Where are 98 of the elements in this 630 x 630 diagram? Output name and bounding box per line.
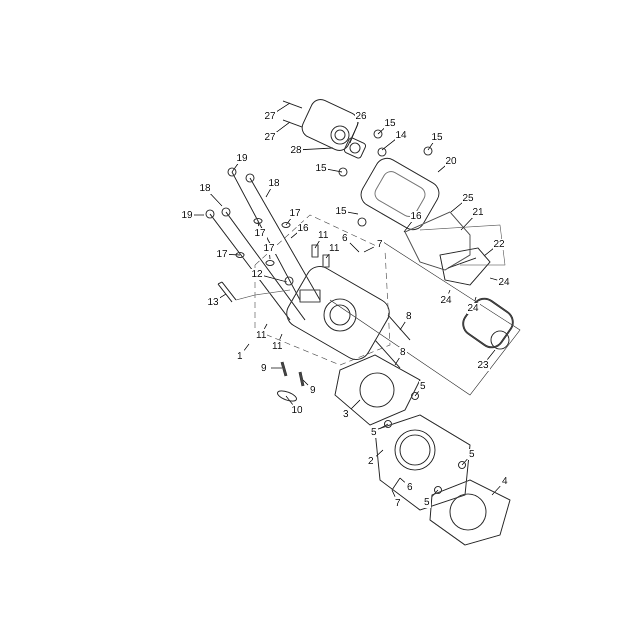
leader-line	[404, 221, 412, 232]
callout-number: 5	[419, 380, 427, 392]
callout-number: 5	[423, 496, 431, 508]
callout-number: 10	[290, 404, 304, 416]
leader-line	[350, 122, 359, 144]
leader-line	[394, 358, 400, 366]
callout-number: 24	[440, 294, 453, 306]
leader-line	[450, 202, 464, 212]
leader-line	[428, 142, 434, 150]
callout-number: 28	[290, 144, 303, 156]
callout-number: 5	[370, 426, 378, 438]
leader-line	[286, 396, 294, 405]
callout-number: 18	[198, 182, 212, 194]
leader-line	[194, 214, 204, 216]
callout-number: 15	[430, 132, 444, 142]
callout-number: 25	[462, 192, 475, 204]
leader-line	[376, 450, 384, 457]
leader-line	[275, 122, 290, 134]
leader-line	[290, 232, 298, 238]
leader-line	[266, 188, 271, 198]
leader-line	[347, 212, 358, 214]
callout-number: 20	[444, 156, 458, 166]
callout-number: 2	[367, 456, 375, 466]
leader-line	[490, 278, 498, 281]
leader-line	[302, 148, 334, 150]
leader-line	[232, 163, 238, 172]
callout-number: 11	[328, 242, 340, 254]
leader-line	[269, 254, 270, 260]
leader-line	[380, 424, 388, 429]
leader-line	[474, 296, 476, 302]
callout-number: 7	[394, 498, 402, 508]
callout-number: 24	[466, 302, 480, 314]
callout-number: 17	[262, 242, 276, 254]
callout-number: 21	[472, 206, 485, 218]
callout-number: 1	[236, 350, 244, 362]
leader-line	[414, 391, 420, 396]
leader-line	[462, 458, 468, 466]
leader-line	[228, 254, 240, 256]
callout-number: 26	[354, 110, 368, 122]
callout-number: 23	[476, 360, 490, 370]
leader-line	[438, 165, 446, 172]
callout-number: 15	[384, 118, 397, 128]
callout-number: 4	[501, 476, 509, 486]
callout-number: 11	[271, 340, 284, 352]
leader-line	[279, 334, 282, 340]
callout-number: 5	[468, 448, 476, 460]
callout-number: 19	[180, 210, 194, 220]
callout-number: 19	[236, 152, 249, 164]
leader-line	[302, 380, 308, 386]
leader-line	[286, 218, 292, 226]
callout-number: 15	[334, 206, 348, 216]
callout-number: 11	[255, 330, 268, 340]
callout-number: 9	[309, 384, 317, 396]
leader-line	[275, 102, 290, 113]
callout-number: 7	[376, 238, 384, 250]
leader-line	[486, 350, 496, 360]
leader-line	[263, 275, 288, 282]
callout-number: 17	[288, 208, 302, 218]
callout-number: 13	[206, 296, 220, 308]
leader-line	[378, 127, 386, 134]
callout-number: 27	[264, 132, 277, 142]
callout-number: 24	[498, 276, 511, 288]
leader-line	[448, 290, 450, 294]
callout-number: 16	[410, 210, 423, 222]
callout-number: 12	[250, 268, 264, 280]
leader-line	[350, 242, 360, 252]
leader-line	[314, 240, 320, 248]
leader-line	[400, 321, 406, 330]
leader-line	[392, 490, 396, 498]
callout-number: 15	[314, 162, 328, 174]
callout-number: 22	[492, 238, 506, 250]
leader-line	[350, 400, 360, 410]
callout-number: 6	[406, 482, 414, 492]
callout-number: 11	[317, 230, 330, 240]
callout-number: 17	[216, 248, 229, 260]
leader-line	[209, 192, 222, 206]
leader-line	[400, 478, 406, 483]
callout-number: 6	[341, 232, 349, 244]
leader-line	[382, 138, 396, 150]
leader-line	[258, 222, 260, 227]
leader-line	[244, 344, 250, 351]
callout-number: 8	[405, 310, 413, 322]
leader-line	[431, 490, 438, 498]
callout-number: 16	[296, 222, 310, 234]
callout-number: 3	[342, 408, 350, 420]
callout-number: 14	[394, 130, 408, 140]
leader-line	[264, 324, 268, 330]
callout-number: 9	[260, 362, 268, 374]
callout-number: 8	[399, 346, 407, 358]
leader-line	[327, 168, 342, 172]
leader-line	[492, 486, 501, 496]
leader-line	[484, 248, 494, 256]
leader-line	[460, 216, 474, 230]
callout-number: 18	[268, 178, 281, 188]
leader-line	[326, 253, 330, 258]
leader-line	[364, 246, 374, 252]
callout-number: 27	[264, 110, 277, 122]
callout-number: 17	[254, 228, 267, 238]
